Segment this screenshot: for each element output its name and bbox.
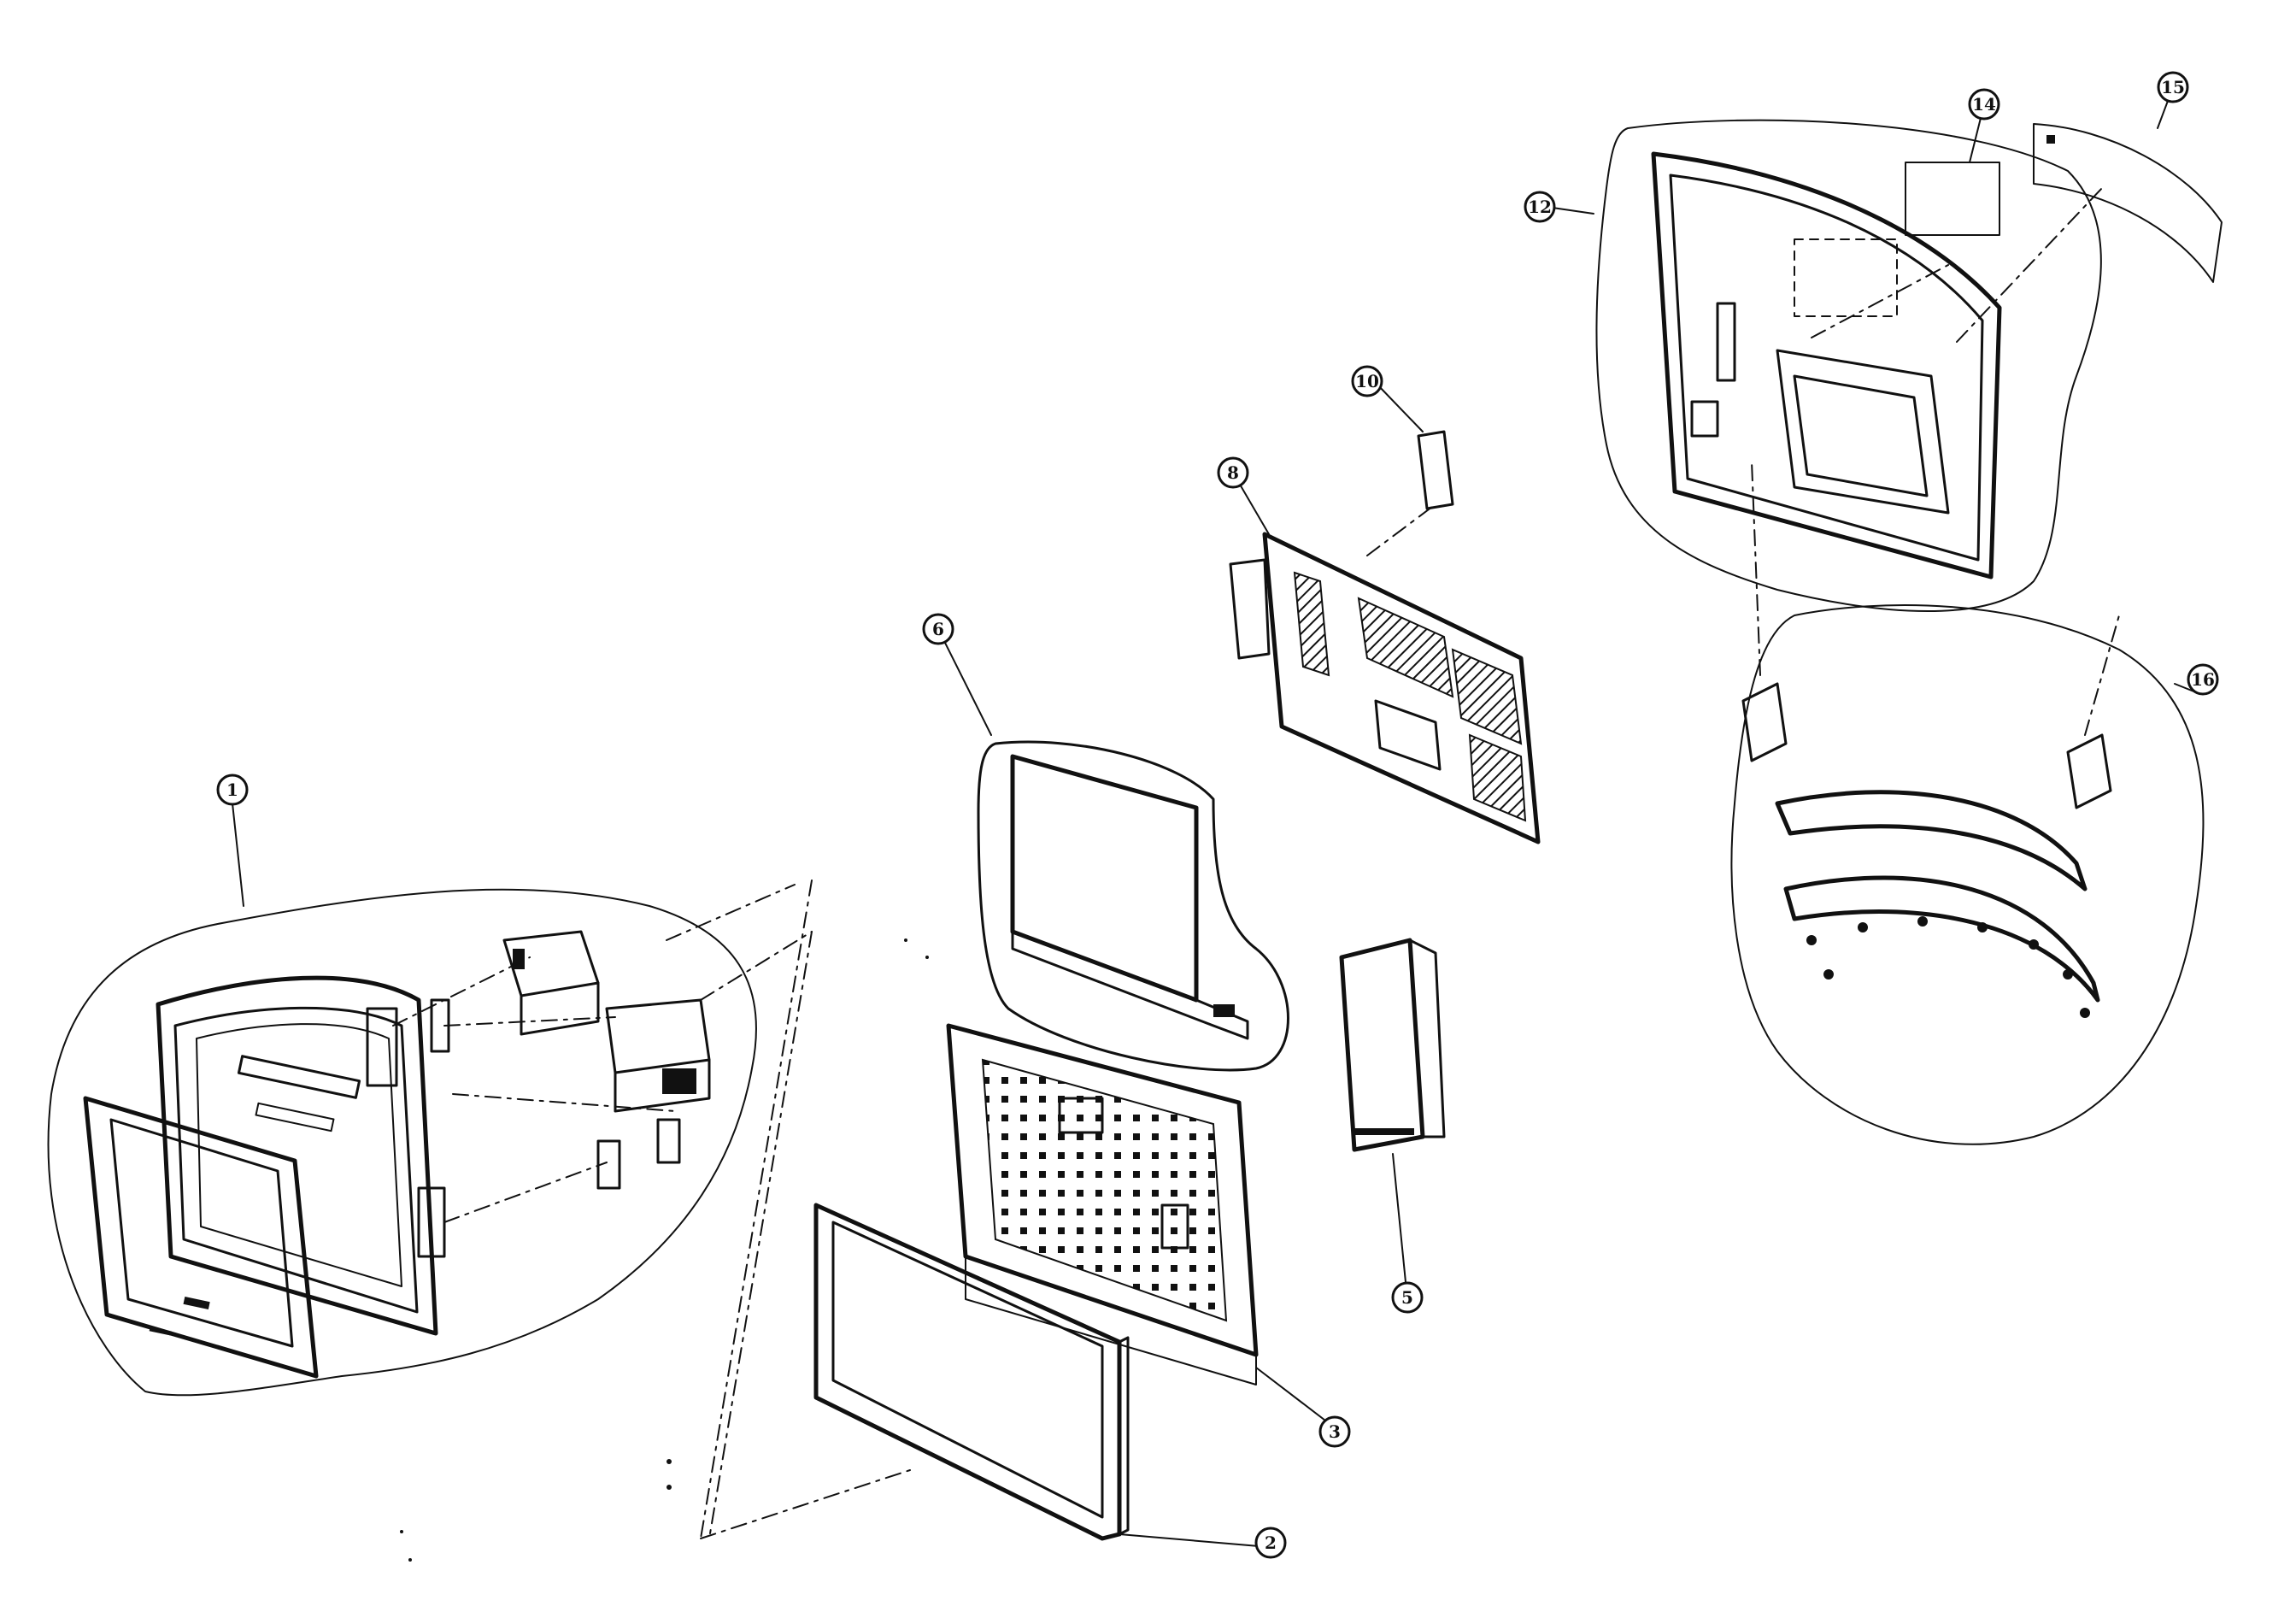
power-module xyxy=(1339,938,1446,1283)
callout-3: 3 xyxy=(1318,1415,1351,1448)
rear-plate xyxy=(939,632,1289,1072)
callout-8-label: 8 xyxy=(1227,462,1239,483)
callout-12: 12 xyxy=(1524,191,1556,223)
callout-10: 10 xyxy=(1351,365,1383,397)
back-cover-assembly xyxy=(1546,119,2103,612)
callout-16-label: 16 xyxy=(2191,669,2215,690)
lcd-panel xyxy=(813,1203,1270,1548)
assembly-1-outline xyxy=(47,888,757,1397)
callout-6: 6 xyxy=(922,613,954,645)
callout-15: 15 xyxy=(2157,71,2189,103)
callout-5: 5 xyxy=(1391,1281,1424,1314)
callout-16: 16 xyxy=(2187,663,2219,696)
callout-8: 8 xyxy=(1217,456,1249,489)
stand-screws xyxy=(1806,916,2090,1018)
callout-12-label: 12 xyxy=(1528,197,1552,217)
callout-5-label: 5 xyxy=(1401,1287,1413,1308)
main-chassis-frame xyxy=(946,1023,1330,1424)
callout-2-label: 2 xyxy=(1265,1533,1277,1553)
callout-2: 2 xyxy=(1254,1527,1287,1559)
front-bezel xyxy=(83,1096,319,1379)
stand-base-assembly xyxy=(1730,461,2205,1145)
callout-14-label: 14 xyxy=(1972,94,1996,115)
callout-10-label: 10 xyxy=(1355,371,1379,391)
speaker-right xyxy=(605,998,711,1113)
callout-3-label: 3 xyxy=(1329,1421,1341,1442)
label-sheet xyxy=(1905,110,2000,236)
callout-15-label: 15 xyxy=(2161,77,2185,97)
callout-14: 14 xyxy=(1968,88,2000,121)
callout-6-label: 6 xyxy=(932,619,944,639)
callout-1: 1 xyxy=(216,774,249,806)
top-trim-strip xyxy=(2033,93,2223,283)
callout-1-label: 1 xyxy=(226,780,238,800)
front-bezel-assembly xyxy=(47,803,813,1397)
bezel-frame xyxy=(156,975,438,1336)
scan-specks xyxy=(400,938,929,1562)
metal-shield xyxy=(1229,482,1541,844)
small-bracket xyxy=(1377,384,1454,510)
